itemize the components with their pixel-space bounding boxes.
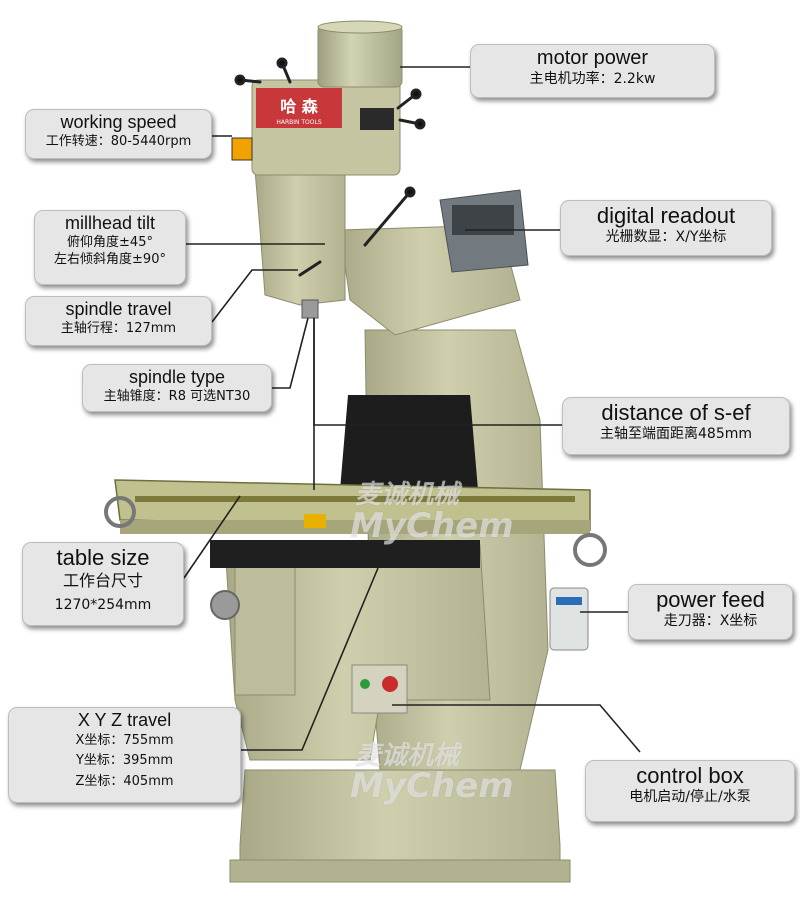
digital-readout-sub: 光栅数显：X/Y坐标 bbox=[605, 229, 727, 246]
callout-spindle-type: spindle type 主轴锥度：R8 可选NT30 bbox=[82, 364, 272, 412]
millhead-tilt-sub1: 俯仰角度±45° bbox=[67, 234, 153, 250]
control-box-title: control box bbox=[636, 763, 744, 788]
xyz-travel-y: Y坐标：395mm bbox=[75, 753, 174, 769]
millhead-tilt-sub2: 左右倾斜角度±90° bbox=[54, 252, 166, 268]
head-label: 哈 森 bbox=[280, 97, 319, 116]
motor-power-title: motor power bbox=[536, 47, 649, 69]
callout-power-feed: power feed 走刀器：X坐标 bbox=[628, 584, 793, 640]
millhead-tilt-title: millhead tilt bbox=[64, 213, 156, 233]
knee-side-panel bbox=[234, 559, 296, 696]
leader-spindle-type bbox=[272, 317, 309, 389]
callout-motor-power: motor power 主电机功率：2.2kw bbox=[470, 44, 715, 98]
stop-button bbox=[382, 676, 398, 692]
callout-spindle-travel: spindle travel 主轴行程：127mm bbox=[25, 296, 212, 346]
digital-readout-title: digital readout bbox=[596, 203, 736, 228]
head-levers bbox=[234, 57, 426, 277]
knee-handwheel bbox=[210, 590, 240, 620]
xyz-travel-x: X坐标：755mm bbox=[75, 732, 174, 748]
table-left-handwheel bbox=[104, 496, 136, 528]
spindle-travel-title: spindle travel bbox=[65, 299, 172, 319]
speed-switch bbox=[231, 137, 253, 161]
head-sublabel: HARBIN TOOLS bbox=[276, 119, 322, 126]
callout-xyz-travel: X Y Z travel X坐标：755mm Y坐标：395mm Z坐标：405… bbox=[8, 707, 241, 803]
table-size-title: table size bbox=[56, 545, 150, 570]
table-size-sub2: 1270*254mm bbox=[54, 596, 152, 613]
table-front bbox=[120, 520, 590, 534]
power-feed-label bbox=[556, 597, 582, 605]
callout-working-speed: working speed 工作转速：80-5440rpm bbox=[25, 109, 212, 159]
callout-table-size: table size 工作台尺寸 1270*254mm bbox=[22, 542, 184, 626]
callout-millhead-tilt: millhead tilt 俯仰角度±45° 左右倾斜角度±90° bbox=[34, 210, 186, 285]
callout-distance: distance of s-ef 主轴至端面距离485mm bbox=[562, 397, 790, 455]
power-feed-sub: 走刀器：X坐标 bbox=[663, 613, 758, 630]
base-foot bbox=[229, 859, 571, 883]
table-stop-block bbox=[304, 514, 326, 528]
spindle-motor bbox=[317, 24, 403, 88]
callout-control-box: control box 电机启动/停止/水泵 bbox=[585, 760, 795, 822]
leader-lines bbox=[183, 66, 641, 753]
xyz-travel-title: X Y Z travel bbox=[77, 710, 172, 730]
control-box-sub: 电机启动/停止/水泵 bbox=[629, 789, 751, 806]
callout-digital-readout: digital readout 光栅数显：X/Y坐标 bbox=[560, 200, 772, 256]
leader-xyz-travel bbox=[241, 567, 379, 751]
working-speed-title: working speed bbox=[60, 112, 177, 132]
start-button bbox=[360, 679, 370, 689]
belt-cover-window bbox=[360, 108, 394, 130]
leader-table-size bbox=[183, 495, 241, 579]
spindle-type-sub: 主轴锥度：R8 可选NT30 bbox=[103, 388, 251, 404]
table-right-handwheel bbox=[573, 533, 607, 567]
spindle-nose bbox=[301, 299, 319, 319]
table-slot bbox=[135, 496, 575, 502]
head-red-plate bbox=[256, 88, 342, 128]
power-feed-title: power feed bbox=[656, 587, 765, 612]
xyz-travel-z: Z坐标：405mm bbox=[75, 774, 174, 790]
distance-title: distance of s-ef bbox=[601, 400, 751, 425]
milling-head bbox=[254, 169, 346, 306]
way-cover-bellows bbox=[340, 395, 478, 490]
table-size-sub1: 工作台尺寸 bbox=[62, 571, 143, 591]
leader-control-box bbox=[392, 704, 641, 753]
working-speed-sub: 工作转速：80-5440rpm bbox=[45, 133, 192, 149]
spindle-travel-sub: 主轴行程：127mm bbox=[60, 320, 177, 336]
spindle-type-title: spindle type bbox=[128, 367, 226, 387]
motor-power-sub: 主电机功率：2.2kw bbox=[529, 71, 656, 87]
distance-sub: 主轴至端面距离485mm bbox=[600, 426, 752, 443]
saddle bbox=[210, 540, 480, 568]
motor-cap bbox=[317, 20, 403, 34]
leader-spindle-travel bbox=[211, 269, 298, 323]
